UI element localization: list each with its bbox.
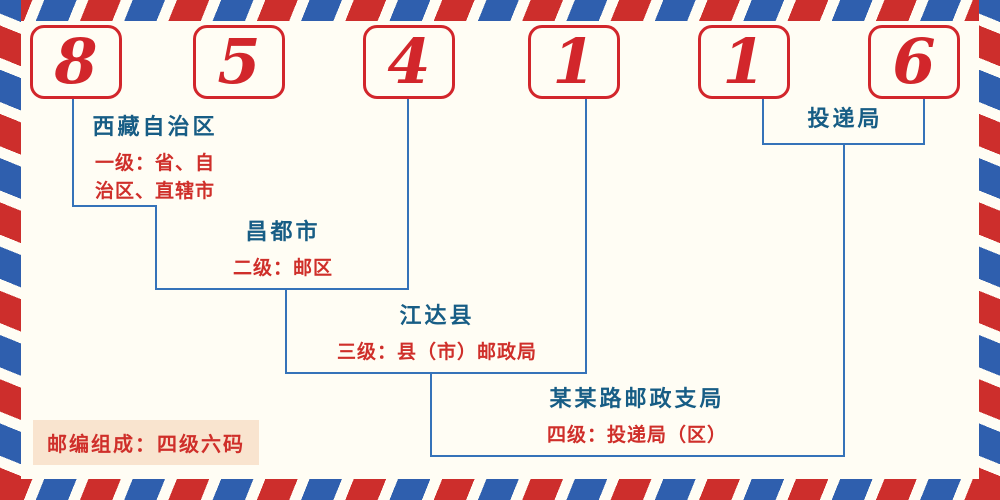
connector-line-level1-bottom	[72, 205, 157, 207]
digit-box-5: 1	[698, 25, 790, 99]
connector-line-level1-left	[72, 98, 74, 207]
level4-desc: 四级：投递局（区）	[546, 423, 727, 446]
connector-line-level1-to-level2	[155, 205, 157, 290]
digit-5: 1	[722, 25, 766, 98]
level2-label: 昌都市 二级：邮区	[198, 219, 368, 282]
digit-box-1: 8	[30, 25, 122, 99]
postal-code-composition-badge: 邮编组成：四级六码	[33, 420, 259, 465]
digit-box-3: 4	[363, 25, 455, 99]
connector-line-level3-to-level4	[430, 372, 432, 457]
level3-label: 江达县 三级：县（市）邮政局	[312, 303, 562, 366]
level1-desc: 一级：省、自治区、直辖市	[94, 151, 215, 203]
connector-line-level3-underline	[285, 372, 587, 374]
digit-4: 1	[552, 25, 596, 98]
digit-1: 8	[54, 25, 98, 98]
connector-line-digit5-drop	[762, 98, 764, 145]
connector-line-digit6-drop	[923, 98, 925, 145]
connector-line-level2-underline	[155, 288, 409, 290]
level1-label: 西藏自治区 一级：省、自治区、直辖市	[75, 114, 235, 206]
level4-label: 某某路邮政支局 四级：投递局（区）	[505, 386, 769, 449]
delivery-label: 投递局	[785, 106, 905, 134]
digit-box-6: 6	[868, 25, 960, 99]
airmail-border-bottom	[0, 479, 1000, 500]
digit-3: 4	[387, 25, 431, 98]
connector-line-digit4-drop	[585, 98, 587, 374]
level4-place: 某某路邮政支局	[549, 387, 725, 412]
connector-line-delivery-to-level4	[843, 143, 845, 457]
level3-desc: 三级：县（市）邮政局	[336, 340, 537, 363]
digit-box-2: 5	[193, 25, 285, 99]
airmail-border-top	[0, 0, 1000, 21]
digit-6: 6	[892, 25, 936, 98]
level1-place: 西藏自治区	[92, 115, 218, 140]
digit-box-4: 1	[528, 25, 620, 99]
level2-desc: 二级：邮区	[232, 256, 333, 279]
airmail-border-right	[979, 0, 1000, 500]
connector-line-delivery-underline	[762, 143, 925, 145]
airmail-border-left	[0, 0, 21, 500]
delivery-place: 投递局	[807, 107, 883, 132]
connector-line-level2-to-level3	[285, 288, 287, 374]
connector-line-level4-underline	[430, 455, 845, 457]
level2-place: 昌都市	[245, 220, 321, 245]
digit-2: 5	[217, 25, 261, 98]
connector-line-digit3-drop	[407, 98, 409, 290]
level3-place: 江达县	[399, 304, 475, 329]
